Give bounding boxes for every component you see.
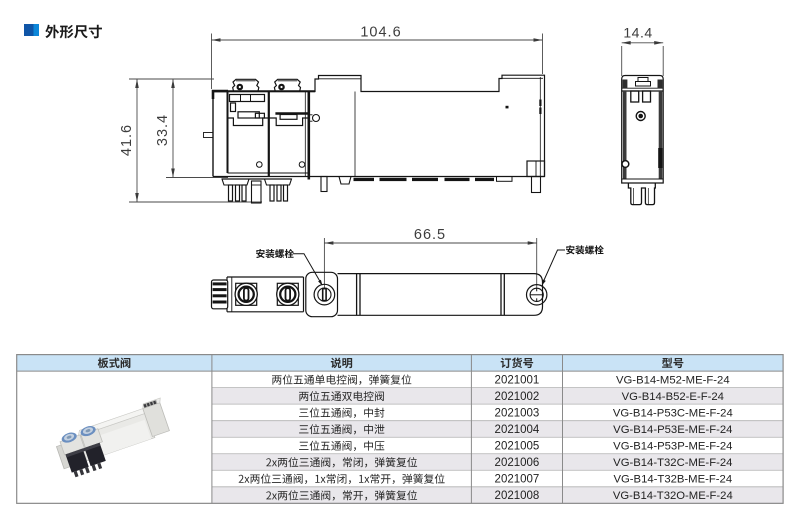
svg-text:66.5: 66.5	[414, 227, 446, 243]
svg-text:2021001: 2021001	[495, 374, 540, 386]
svg-text:2021006: 2021006	[495, 457, 540, 469]
svg-text:2021005: 2021005	[495, 440, 540, 452]
svg-text:14.4: 14.4	[623, 25, 652, 41]
svg-text:VG-B14-T32B-ME-F-24: VG-B14-T32B-ME-F-24	[613, 474, 732, 486]
svg-text:VG-B14-B52-E-F-24: VG-B14-B52-E-F-24	[622, 391, 724, 403]
svg-text:VG-B14-P53P-ME-F-24: VG-B14-P53P-ME-F-24	[613, 440, 732, 452]
svg-text:2021002: 2021002	[495, 391, 540, 403]
svg-text:2021003: 2021003	[495, 407, 540, 419]
svg-text:41.6: 41.6	[119, 124, 135, 156]
svg-text:VG-B14-T32O-ME-F-24: VG-B14-T32O-ME-F-24	[613, 490, 733, 502]
svg-text:VG-B14-P53E-ME-F-24: VG-B14-P53E-ME-F-24	[613, 424, 732, 436]
svg-text:VG-B14-P53C-ME-F-24: VG-B14-P53C-ME-F-24	[613, 407, 733, 419]
svg-text:33.4: 33.4	[155, 114, 171, 146]
svg-text:104.6: 104.6	[360, 25, 401, 41]
svg-text:2021007: 2021007	[495, 474, 540, 486]
svg-text:VG-B14-M52-ME-F-24: VG-B14-M52-ME-F-24	[616, 374, 730, 386]
svg-text:2021004: 2021004	[495, 424, 540, 436]
svg-text:2021008: 2021008	[495, 490, 540, 502]
svg-text:VG-B14-T32C-ME-F-24: VG-B14-T32C-ME-F-24	[613, 457, 732, 469]
